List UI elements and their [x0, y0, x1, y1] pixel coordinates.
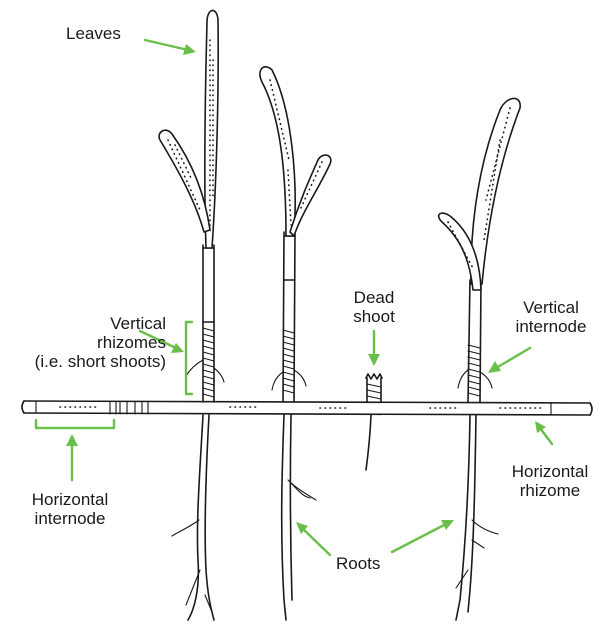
- roots: [172, 415, 498, 620]
- horizontal-internode-bracket: [36, 420, 114, 428]
- label-leaves: Leaves: [66, 24, 121, 43]
- label-horizontal-rhizome: Horizontal rhizome: [498, 462, 602, 500]
- arrow-leaves: [145, 40, 196, 55]
- label-vertical-rhizomes: Vertical rhizomes (i.e. short shoots): [28, 314, 166, 371]
- shoot-2: [260, 67, 331, 402]
- arrow-roots-right: [392, 520, 454, 552]
- arrow-horizontal-internode: [66, 434, 78, 480]
- arrow-horizontal-rhizome: [535, 421, 552, 444]
- arrow-vertical-internode: [488, 348, 530, 373]
- arrow-roots-left: [296, 522, 330, 555]
- vertical-rhizome-bracket: [186, 322, 192, 394]
- shoot-1: [159, 10, 224, 402]
- shoot-3: [439, 98, 520, 402]
- horizontal-rhizome: [22, 401, 592, 415]
- label-roots: Roots: [336, 554, 380, 573]
- label-vertical-internode: Vertical internode: [506, 298, 596, 336]
- label-horizontal-internode: Horizontal internode: [14, 490, 126, 528]
- label-dead-shoot: Dead shoot: [340, 288, 408, 326]
- dead-shoot: [366, 374, 382, 402]
- arrow-dead-shoot: [368, 331, 380, 366]
